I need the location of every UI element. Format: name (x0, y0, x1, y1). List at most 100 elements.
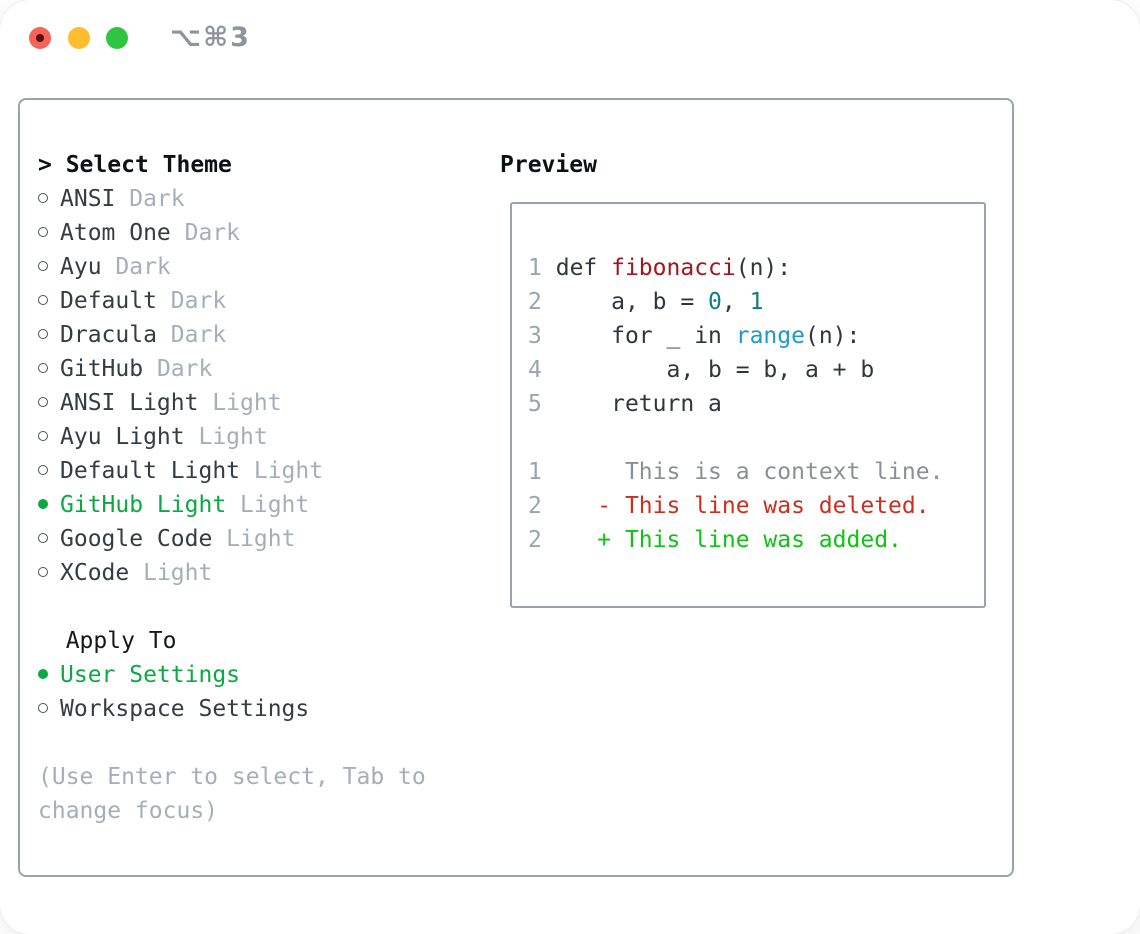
code-line: 1 def fibonacci(n): (528, 251, 984, 285)
select-theme-header: > Select Theme (38, 148, 426, 182)
minimize-button[interactable] (68, 27, 90, 49)
apply-option-workspace-settings[interactable]: Workspace Settings (38, 692, 426, 726)
theme-name: Default Light (60, 458, 241, 484)
theme-variant-label: Light (129, 560, 213, 586)
code-token-plain: def (555, 255, 612, 281)
theme-option-github[interactable]: GitHub Dark (38, 352, 426, 386)
diff-line-added: 2 + This line was added. (528, 523, 984, 557)
theme-option-default[interactable]: Default Dark (38, 284, 426, 318)
theme-option-ayu-light[interactable]: Ayu Light Light (38, 420, 426, 454)
line-number: 2 (528, 493, 542, 519)
code-token-builtin: range (735, 323, 805, 349)
blank-line (528, 421, 984, 455)
theme-variant-label: Dark (115, 186, 185, 212)
theme-option-default-light[interactable]: Default Light Light (38, 454, 426, 488)
theme-variant-label: Dark (156, 288, 227, 314)
code-token-number: 1 (749, 289, 764, 315)
theme-name: Default (60, 288, 157, 314)
theme-name: ANSI Light (60, 390, 199, 416)
theme-name: GitHub (60, 356, 144, 382)
theme-option-google-code[interactable]: Google Code Light (38, 522, 426, 556)
theme-variant-label: Light (212, 526, 296, 552)
code-token-plain: (n): (735, 255, 792, 281)
focus-caret-icon: > (38, 152, 66, 178)
radio-icon (38, 294, 48, 305)
apply-option-label: Workspace Settings (60, 696, 310, 722)
theme-name: ANSI (60, 186, 116, 212)
code-token-func: fibonacci (611, 255, 736, 281)
selected-radio-icon (38, 498, 48, 509)
line-number: 2 (528, 289, 542, 315)
code-token-plain: (n): (804, 323, 861, 349)
close-button[interactable] (29, 27, 51, 49)
code-line: 2 a, b = 0, 1 (528, 285, 984, 319)
spacer (38, 726, 426, 760)
theme-option-ansi-light[interactable]: ANSI Light Light (38, 386, 426, 420)
theme-variant-label: Dark (101, 254, 171, 280)
line-number: 5 (528, 391, 542, 417)
theme-option-xcode[interactable]: XCode Light (38, 556, 426, 590)
radio-icon (38, 702, 48, 713)
code-token-plain: for _ in (555, 323, 736, 349)
code-line: 3 for _ in range(n): (528, 319, 984, 353)
code-line: 5 return a (528, 387, 984, 421)
theme-option-ayu[interactable]: Ayu Dark (38, 250, 426, 284)
radio-icon (38, 192, 48, 203)
diff-text-added: + This line was added. (597, 527, 902, 553)
code-token-plain: , (721, 289, 750, 315)
theme-name: Google Code (60, 526, 213, 552)
zoom-button[interactable] (106, 27, 128, 49)
radio-icon (38, 430, 48, 441)
diff-line-context: 1 This is a context line. (528, 455, 984, 489)
radio-icon (38, 396, 48, 407)
radio-icon (38, 566, 48, 577)
diff-line-deleted: 2 - This line was deleted. (528, 489, 984, 523)
code-token-number: 0 (708, 289, 722, 315)
window-title-shortcut: ⌥⌘3 (170, 22, 251, 53)
help-text-line-2: change focus) (38, 798, 219, 824)
apply-option-label: User Settings (60, 662, 241, 688)
preview-header: Preview (500, 152, 597, 178)
code-token-plain: a, b = (555, 289, 709, 315)
theme-variant-label: Light (226, 492, 310, 518)
theme-variant-label: Dark (143, 356, 213, 382)
diff-text-deleted: - This line was deleted. (597, 493, 930, 519)
radio-icon (38, 260, 48, 271)
code-token-plain: a, b = b, a + b (555, 357, 875, 383)
radio-icon (38, 464, 48, 475)
line-number: 4 (528, 357, 542, 383)
line-number: 1 (528, 255, 542, 281)
theme-variant-label: Dark (156, 322, 227, 348)
radio-icon (38, 362, 48, 373)
line-number: 2 (528, 527, 542, 553)
radio-icon (38, 532, 48, 543)
theme-name: XCode (60, 560, 130, 586)
selected-radio-icon (38, 668, 48, 679)
radio-icon (38, 328, 48, 339)
theme-variant-label: Light (198, 390, 282, 416)
theme-option-atom-one[interactable]: Atom One Dark (38, 216, 426, 250)
theme-option-dracula[interactable]: Dracula Dark (38, 318, 426, 352)
theme-variant-label: Light (240, 458, 324, 484)
diff-text-context: This is a context line. (624, 459, 944, 485)
radio-icon (38, 226, 48, 237)
select-theme-title: Select Theme (65, 152, 232, 178)
theme-name: GitHub Light (60, 492, 227, 518)
theme-option-ansi[interactable]: ANSI Dark (38, 182, 426, 216)
code-line: 4 a, b = b, a + b (528, 353, 984, 387)
theme-option-github-light[interactable]: GitHub Light Light (38, 488, 426, 522)
theme-name: Ayu Light (60, 424, 185, 450)
theme-name: Dracula (60, 322, 157, 348)
apply-option-user-settings[interactable]: User Settings (38, 658, 426, 692)
line-number: 3 (528, 323, 542, 349)
code-token-plain: return a (555, 391, 722, 417)
theme-name: Atom One (60, 220, 171, 246)
line-number: 1 (528, 459, 542, 485)
theme-variant-label: Dark (170, 220, 241, 246)
